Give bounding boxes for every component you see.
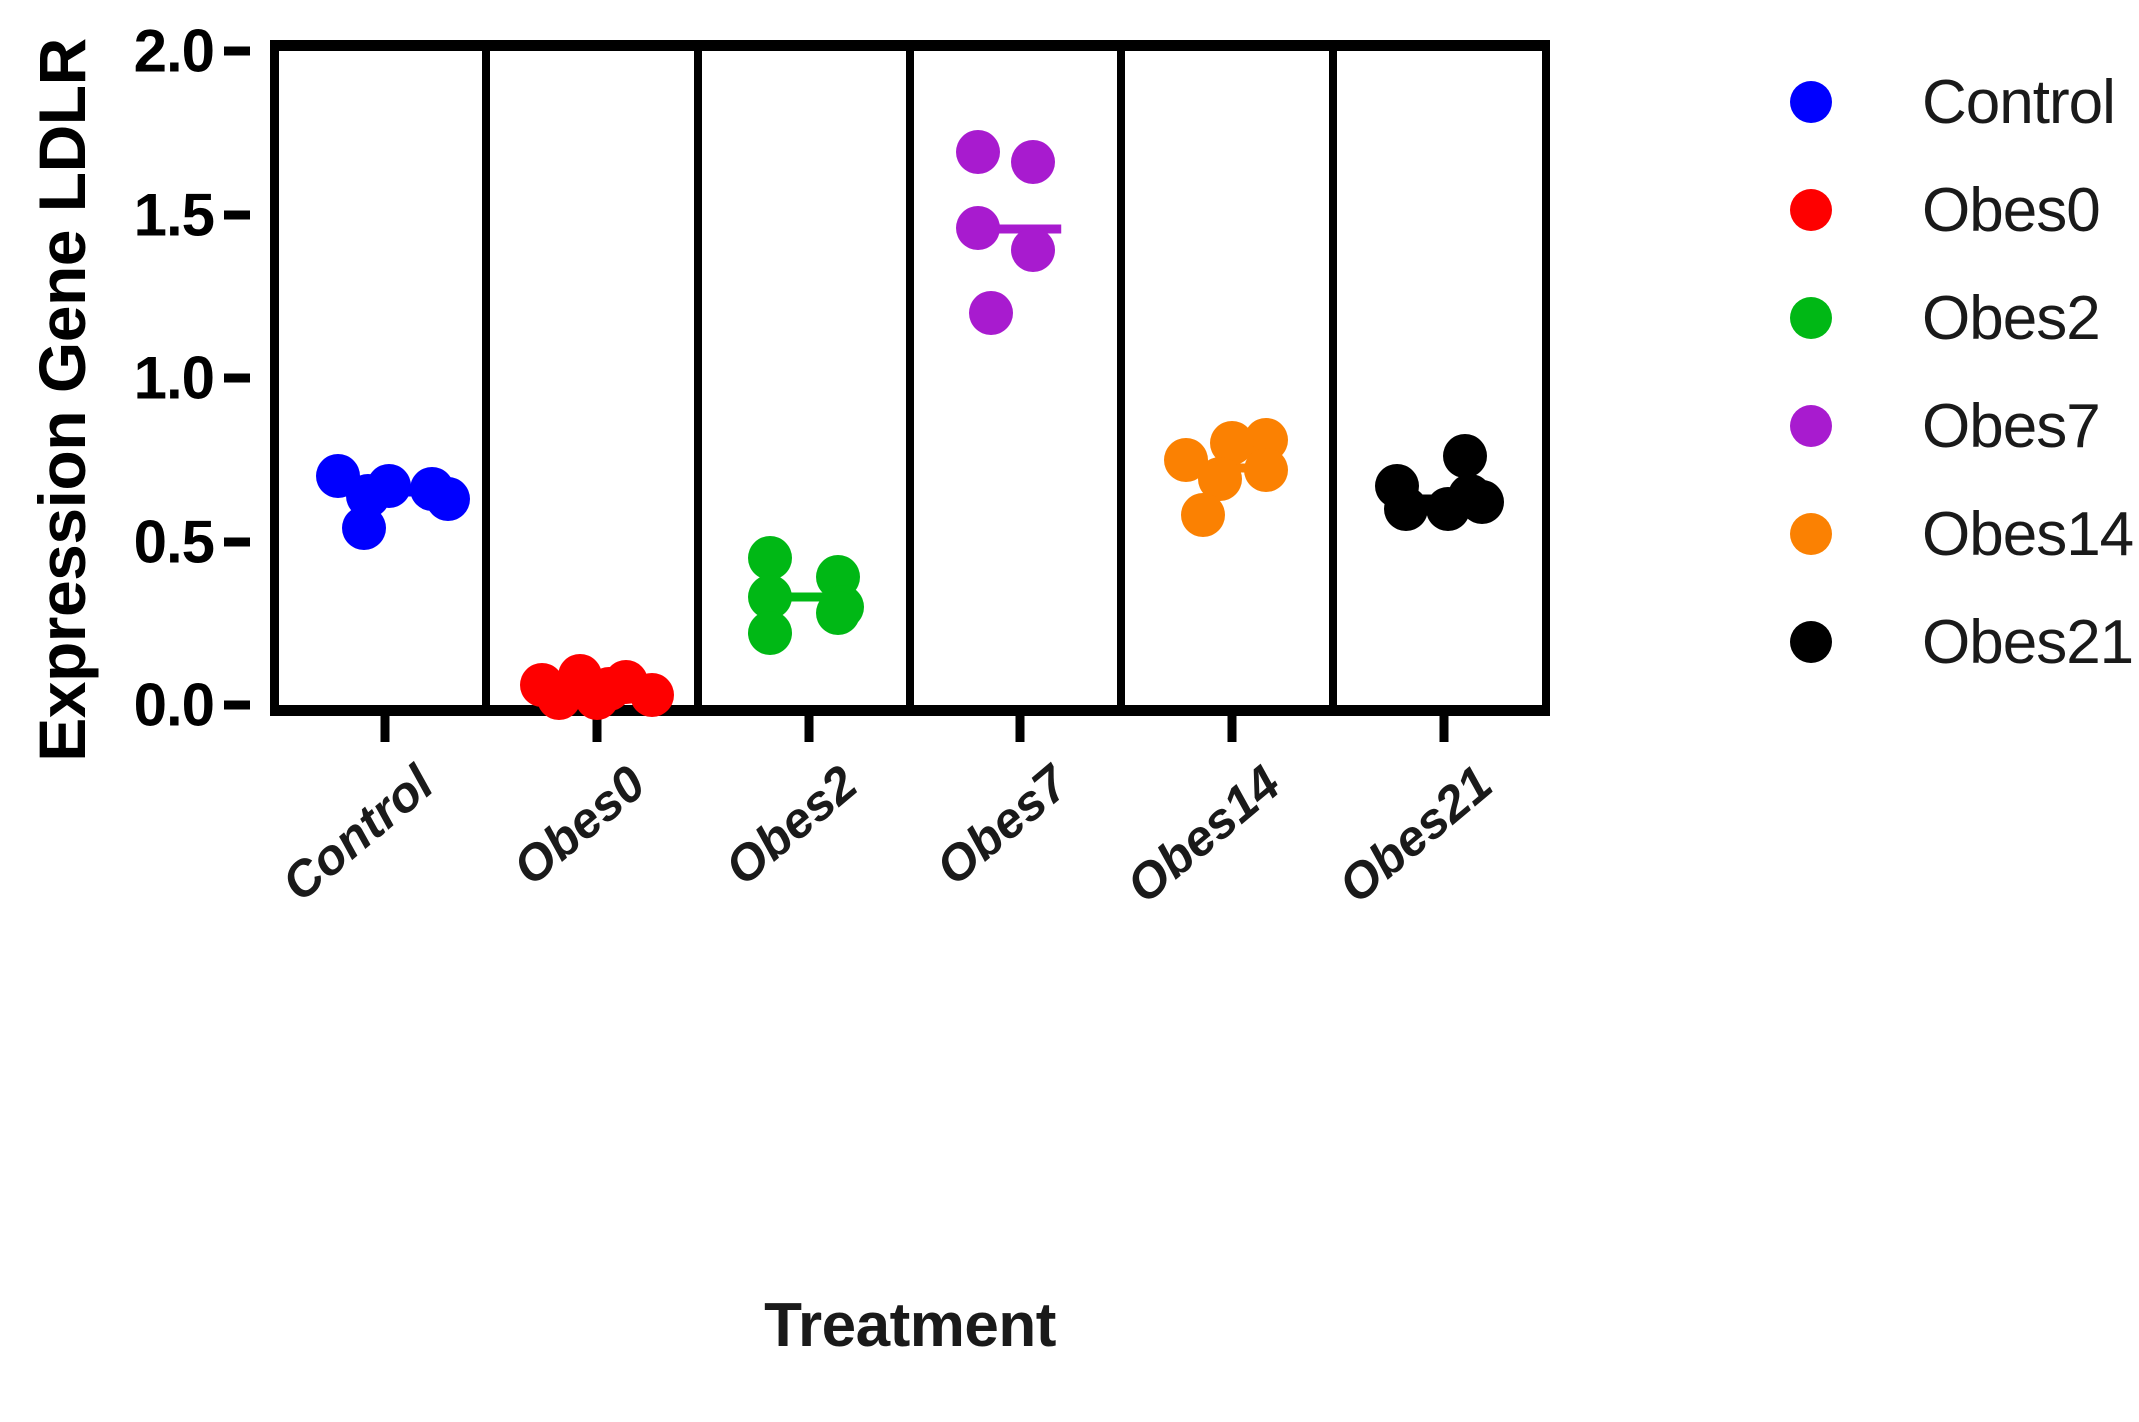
y-tick-label-2-0: 2.0 — [133, 17, 215, 85]
data-point-control-3 — [426, 476, 471, 521]
legend-marker-icon — [1790, 621, 1832, 663]
x-tick-mark — [592, 716, 602, 742]
data-point-obes14-5 — [1180, 493, 1225, 538]
x-tick-mark — [1227, 716, 1237, 742]
x-axis-title: Treatment — [764, 1291, 1056, 1360]
panel-divider — [905, 51, 914, 705]
y-tick-label-1-5: 1.5 — [133, 181, 215, 248]
data-point-obes0-5 — [536, 676, 581, 721]
legend-item-obes7[interactable]: Obes7 — [1790, 372, 2130, 480]
x-tick-mark — [804, 716, 814, 742]
panel-divider — [1329, 51, 1338, 705]
y-axis-title: Expression Gene LDLR — [25, 38, 99, 762]
legend-item-obes2[interactable]: Obes2 — [1790, 264, 2130, 372]
x-tick-label-control: Control — [271, 754, 444, 912]
y-axis-ticks: 2.0 1.5 1.0 0.5 0.0 — [110, 0, 260, 1000]
x-tick-label-obes14: Obes14 — [1116, 754, 1291, 914]
legend-label: Obes2 — [1922, 283, 2101, 353]
legend-label: Control — [1922, 67, 2116, 137]
legend-item-obes0[interactable]: Obes0 — [1790, 156, 2130, 264]
legend-marker-icon — [1790, 189, 1832, 231]
x-tick-mark — [1439, 716, 1449, 742]
legend-marker-icon — [1790, 405, 1832, 447]
x-tick-label-obes2: Obes2 — [714, 754, 868, 896]
legend-label: Obes0 — [1922, 175, 2101, 245]
legend-marker-icon — [1790, 81, 1832, 123]
legend-label: Obes21 — [1922, 607, 2134, 677]
data-point-obes7-1 — [1011, 140, 1056, 185]
data-point-obes7-0 — [956, 130, 1001, 175]
y-tick-label-0-0: 0.0 — [133, 671, 215, 739]
panel-divider — [693, 51, 702, 705]
panel-divider — [481, 51, 490, 705]
x-tick-label-obes21: Obes21 — [1328, 754, 1503, 914]
mean-line-obes2 — [786, 592, 850, 602]
plot-area — [270, 40, 1550, 716]
data-point-obes21-0 — [1443, 434, 1488, 479]
data-point-obes0-4 — [629, 673, 674, 718]
y-tick-mark — [224, 537, 250, 546]
y-tick-label-1-0: 1.0 — [133, 344, 215, 412]
data-point-obes2-4 — [816, 591, 861, 636]
legend-item-obes14[interactable]: Obes14 — [1790, 480, 2134, 588]
y-tick-mark — [224, 700, 250, 710]
data-point-obes0-6 — [574, 676, 619, 721]
data-point-control-5 — [341, 506, 386, 551]
data-point-obes21-4 — [1383, 486, 1428, 531]
legend-item-control[interactable]: Control — [1790, 48, 2130, 156]
x-tick-mark — [1015, 716, 1025, 742]
y-tick-mark — [224, 210, 250, 219]
data-point-obes21-5 — [1426, 486, 1471, 531]
y-tick-mark — [224, 373, 250, 383]
data-point-obes7-3 — [1011, 228, 1056, 273]
legend-item-obes21[interactable]: Obes21 — [1790, 588, 2134, 696]
x-tick-mark — [380, 716, 390, 742]
data-point-obes14-3 — [1244, 447, 1289, 492]
legend-marker-icon — [1790, 513, 1832, 555]
legend-label: Obes7 — [1922, 391, 2101, 461]
x-tick-label-obes7: Obes7 — [925, 754, 1080, 896]
x-axis-tickmarks — [270, 716, 1550, 746]
legend-marker-icon — [1790, 297, 1832, 339]
data-point-obes2-0 — [748, 535, 793, 580]
mean-line-obes14 — [1210, 463, 1274, 473]
data-point-obes2-5 — [748, 611, 793, 656]
panel-divider — [1117, 51, 1126, 705]
data-point-obes7-4 — [968, 290, 1013, 335]
panel-divider — [1542, 51, 1550, 705]
data-point-obes7-2 — [956, 205, 1001, 250]
legend-label: Obes14 — [1922, 499, 2134, 569]
y-tick-label-0-5: 0.5 — [133, 508, 215, 575]
x-tick-label-obes0: Obes0 — [502, 754, 656, 896]
y-tick-mark — [224, 46, 250, 56]
